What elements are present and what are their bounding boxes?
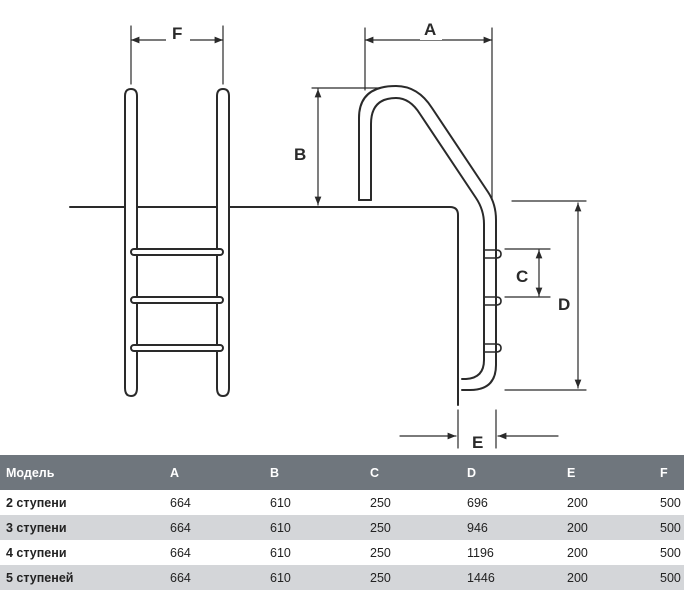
- cell-a: 664: [166, 565, 270, 590]
- cell-d: 1196: [467, 540, 567, 565]
- cell-b: 610: [270, 515, 370, 540]
- cell-e: 200: [567, 565, 660, 590]
- pool-wall: [299, 206, 459, 406]
- header-f: F: [660, 455, 684, 490]
- table-row: 3 ступени 664 610 250 946 200 500: [0, 515, 684, 540]
- cell-c: 250: [370, 565, 467, 590]
- step-mount-1: [483, 249, 502, 259]
- table-row: 5 ступеней 664 610 250 1446 200 500: [0, 565, 684, 590]
- ladder-rail-right: [216, 87, 230, 398]
- cell-model: 2 ступени: [0, 490, 166, 515]
- cell-model: 5 ступеней: [0, 565, 166, 590]
- table-row: 4 ступени 664 610 250 1196 200 500: [0, 540, 684, 565]
- dimension-b-label: B: [294, 145, 306, 164]
- cell-a: 664: [166, 515, 270, 540]
- cell-d: 1446: [467, 565, 567, 590]
- dimension-f-label: F: [172, 24, 182, 43]
- cell-e: 200: [567, 515, 660, 540]
- dimension-d-label: D: [558, 295, 570, 314]
- cell-model: 3 ступени: [0, 515, 166, 540]
- cell-b: 610: [270, 565, 370, 590]
- ladder-front-view: [69, 25, 301, 398]
- cell-c: 250: [370, 490, 467, 515]
- cell-b: 610: [270, 540, 370, 565]
- step-mount-2: [483, 296, 502, 306]
- ladder-side-view: [299, 27, 587, 449]
- cell-d: 946: [467, 515, 567, 540]
- cell-c: 250: [370, 515, 467, 540]
- cell-b: 610: [270, 490, 370, 515]
- ladder-rail-left: [124, 87, 138, 398]
- cell-e: 200: [567, 540, 660, 565]
- cell-f: 500: [660, 490, 684, 515]
- cell-c: 250: [370, 540, 467, 565]
- dimension-e-label: E: [472, 433, 483, 452]
- ladder-step-1: [130, 248, 224, 256]
- header-b: B: [270, 455, 370, 490]
- cell-a: 664: [166, 490, 270, 515]
- cell-f: 500: [660, 515, 684, 540]
- header-e: E: [567, 455, 660, 490]
- cell-d: 696: [467, 490, 567, 515]
- cell-f: 500: [660, 565, 684, 590]
- handrail-inner: [370, 97, 485, 380]
- header-model: Модель: [0, 455, 166, 490]
- header-a: A: [166, 455, 270, 490]
- ladder-step-3: [130, 344, 224, 352]
- step-mount-3: [483, 343, 502, 353]
- handrail-outer: [358, 85, 497, 391]
- table-header-row: Модель A B C D E F: [0, 455, 684, 490]
- dimension-a-label: A: [424, 20, 436, 39]
- cell-e: 200: [567, 490, 660, 515]
- header-d: D: [467, 455, 567, 490]
- cell-a: 664: [166, 540, 270, 565]
- specifications-table: Модель A B C D E F 2 ступени 664 610 250…: [0, 455, 684, 590]
- ladder-diagram: F A B C D E: [69, 20, 587, 452]
- dimension-c-label: C: [516, 267, 528, 286]
- cell-f: 500: [660, 540, 684, 565]
- ladder-step-2: [130, 296, 224, 304]
- cell-model: 4 ступени: [0, 540, 166, 565]
- header-c: C: [370, 455, 467, 490]
- table-row: 2 ступени 664 610 250 696 200 500: [0, 490, 684, 515]
